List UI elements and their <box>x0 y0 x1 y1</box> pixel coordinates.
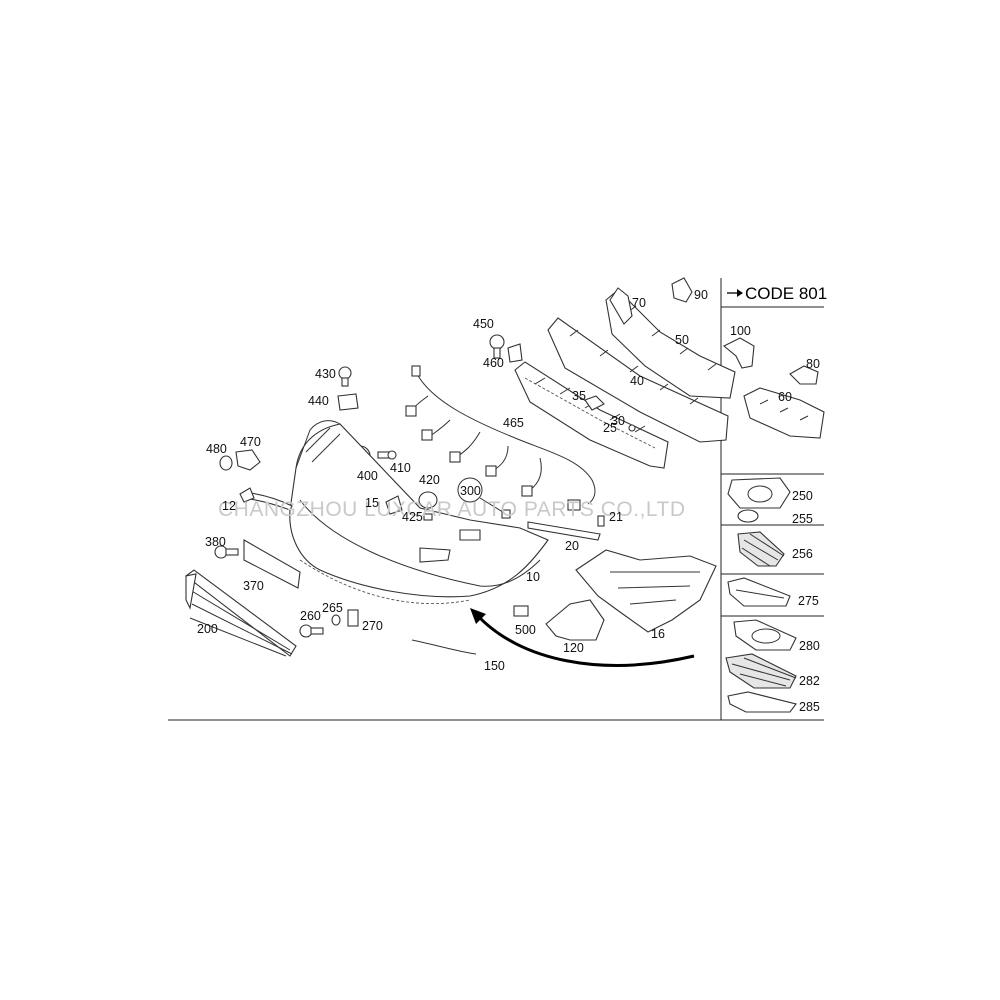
bracket-70 <box>609 287 633 325</box>
label-150: 150 <box>484 659 505 673</box>
clip-21 <box>597 515 605 527</box>
label-12: 12 <box>222 499 236 513</box>
label-30: 30 <box>611 414 625 428</box>
bracket-270 <box>347 609 359 627</box>
label-256: 256 <box>792 547 813 561</box>
trim-280 <box>733 619 797 651</box>
bracket-60 <box>743 387 825 439</box>
label-270: 270 <box>362 619 383 633</box>
label-15: 15 <box>365 496 379 510</box>
code-801-label: CODE 801 <box>745 284 827 303</box>
label-430: 430 <box>315 367 336 381</box>
crash-box-50 <box>605 289 736 399</box>
label-285: 285 <box>799 700 820 714</box>
parking-sensor-470 <box>235 449 261 471</box>
label-100: 100 <box>730 324 751 338</box>
label-60: 60 <box>778 390 792 404</box>
bolt-380 <box>214 545 239 559</box>
label-20: 20 <box>565 539 579 553</box>
label-260: 260 <box>300 609 321 623</box>
label-25: 25 <box>603 421 617 435</box>
trim-275 <box>727 577 791 607</box>
label-420: 420 <box>419 473 440 487</box>
label-255: 255 <box>792 512 813 526</box>
bracket-80 <box>789 365 819 385</box>
small-parts-30-35 <box>584 395 636 432</box>
clip-440 <box>337 393 359 411</box>
diagram-frame <box>168 278 824 721</box>
label-280: 280 <box>799 639 820 653</box>
bracket-120 <box>545 599 605 641</box>
watermark: CHANGZHOU LUXCAR AUTO PARTS CO.,LTD <box>218 498 686 521</box>
label-450: 450 <box>473 317 494 331</box>
side-bracket-16 <box>575 549 717 633</box>
impact-absorber-40 <box>547 317 729 443</box>
grille-282 <box>725 653 797 689</box>
label-70: 70 <box>632 296 646 310</box>
clip-500 <box>513 605 529 617</box>
grille-insert-256 <box>737 531 785 567</box>
label-250: 250 <box>792 489 813 503</box>
label-265: 265 <box>322 601 343 615</box>
ring-255 <box>737 509 759 523</box>
clip-425 <box>423 513 433 521</box>
label-465: 465 <box>503 416 524 430</box>
label-500: 500 <box>515 623 536 637</box>
label-275: 275 <box>798 594 819 608</box>
label-35: 35 <box>572 389 586 403</box>
strip-20 <box>527 521 601 541</box>
label-120: 120 <box>563 641 584 655</box>
label-300: 300 <box>460 484 481 498</box>
fog-light-bezel-250 <box>727 477 791 509</box>
cap-420 <box>418 491 438 509</box>
label-16: 16 <box>651 627 665 641</box>
strip-285 <box>727 691 797 713</box>
direction-arrow <box>470 608 695 667</box>
bolt-410 <box>377 450 397 460</box>
bracket-100 <box>723 337 755 369</box>
label-370: 370 <box>243 579 264 593</box>
label-400: 400 <box>357 469 378 483</box>
bolt-260 <box>299 624 324 638</box>
label-440: 440 <box>308 394 329 408</box>
clip-460 <box>507 343 523 363</box>
label-40: 40 <box>630 374 644 388</box>
label-480: 480 <box>206 442 227 456</box>
label-90: 90 <box>694 288 708 302</box>
label-50: 50 <box>675 333 689 347</box>
code-801-marker <box>727 289 743 297</box>
bracket-90 <box>671 277 693 303</box>
label-460: 460 <box>483 356 504 370</box>
bumper-reinforcement-25 <box>514 361 669 469</box>
license-bracket-370 <box>243 539 301 589</box>
bumper-cover-10 <box>289 420 549 605</box>
label-10: 10 <box>526 570 540 584</box>
trim-12 <box>239 487 293 511</box>
wiring-harness-465 <box>405 365 596 511</box>
sensor-ring-480 <box>219 455 233 471</box>
bolt-430 <box>338 366 352 387</box>
label-425: 425 <box>402 510 423 524</box>
part-labels: 90 70 100 50 80 40 60 450 460 430 440 35… <box>197 288 820 714</box>
label-80: 80 <box>806 357 820 371</box>
label-380: 380 <box>205 535 226 549</box>
label-470: 470 <box>240 435 261 449</box>
label-200: 200 <box>197 622 218 636</box>
label-282: 282 <box>799 674 820 688</box>
strip-150 <box>411 639 477 655</box>
label-21: 21 <box>609 510 623 524</box>
tow-cap-300 <box>457 477 511 519</box>
bolt-450 <box>489 334 505 359</box>
grille-200 <box>185 569 297 657</box>
bracket-15 <box>385 495 403 515</box>
label-410: 410 <box>390 461 411 475</box>
washer-265 <box>331 614 341 626</box>
